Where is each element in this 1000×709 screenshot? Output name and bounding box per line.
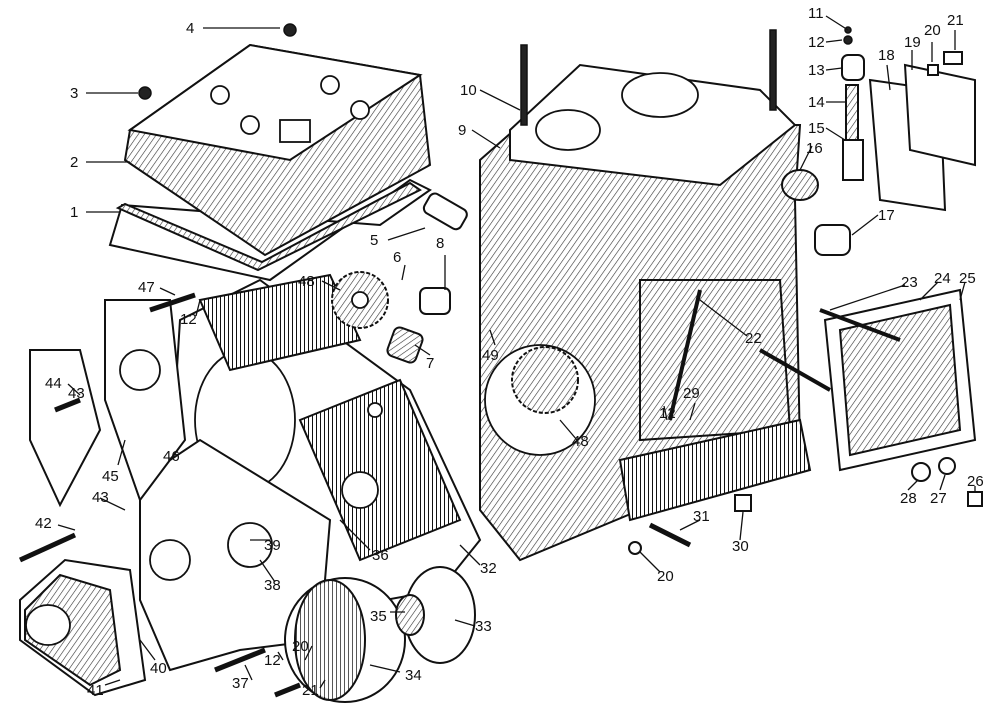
callout-48b: 48 [572, 433, 589, 450]
callout-12: 12 [180, 311, 197, 328]
side-cover [759, 288, 977, 472]
callout-29: 29 [683, 385, 700, 402]
callout-5: 5 [370, 232, 378, 249]
gears [331, 192, 579, 414]
callout-12b: 12 [264, 652, 281, 669]
water-pump [19, 558, 147, 697]
callout-20: 20 [292, 638, 309, 655]
callout-15: 15 [808, 120, 825, 137]
gaskets-left [29, 299, 187, 508]
callout-20b: 20 [924, 22, 941, 39]
callout-19: 19 [904, 34, 921, 51]
callout-35: 35 [370, 608, 387, 625]
callout-33: 33 [475, 618, 492, 635]
callout-1: 1 [70, 204, 78, 221]
callout-40: 40 [150, 660, 167, 677]
callout-24: 24 [934, 270, 951, 287]
callout-4: 4 [186, 20, 194, 37]
callout-48: 48 [298, 273, 315, 290]
callout-26: 26 [967, 473, 984, 490]
cylinder-head [123, 23, 432, 257]
callout-42: 42 [35, 515, 52, 532]
callout-27: 27 [930, 490, 947, 507]
callout-18: 18 [878, 47, 895, 64]
callout-37: 37 [232, 675, 249, 692]
callout-30: 30 [732, 538, 749, 555]
callout-47: 47 [138, 279, 155, 296]
engine-block [479, 29, 812, 562]
callout-21b: 21 [947, 12, 964, 29]
callout-10: 10 [460, 82, 477, 99]
callout-labels: 4 3 2 1 5 6 8 48 47 12 7 44 43 45 46 43 … [35, 5, 984, 699]
callout-7: 7 [426, 355, 434, 372]
callout-34: 34 [405, 667, 422, 684]
callout-31: 31 [693, 508, 710, 525]
front-plate [139, 438, 332, 672]
callout-2: 2 [70, 154, 78, 171]
callout-46: 46 [163, 448, 180, 465]
callout-44: 44 [45, 375, 62, 392]
callout-6: 6 [393, 249, 401, 266]
leader-lines [57, 15, 976, 689]
callout-16: 16 [806, 140, 823, 157]
pulley [284, 566, 476, 703]
callout-49: 49 [482, 347, 499, 364]
callout-21: 21 [302, 682, 319, 699]
callout-39: 39 [264, 537, 281, 554]
callout-45: 45 [102, 468, 119, 485]
callout-32: 32 [480, 560, 497, 577]
callout-38: 38 [264, 577, 281, 594]
callout-23: 23 [901, 274, 918, 291]
callout-17: 17 [878, 207, 895, 224]
callout-20c: 20 [657, 568, 674, 585]
callout-8: 8 [436, 235, 444, 252]
callout-25: 25 [959, 270, 976, 287]
callout-12c: 12 [808, 34, 825, 51]
fuel-pump-parts [781, 26, 976, 256]
callout-22: 22 [745, 330, 762, 347]
callout-12d: 12 [659, 405, 676, 422]
callout-13: 13 [808, 62, 825, 79]
callout-43: 43 [68, 385, 85, 402]
bolts [18, 292, 983, 698]
callout-43b: 43 [92, 489, 109, 506]
callout-9: 9 [458, 122, 466, 139]
callout-11: 11 [808, 5, 824, 22]
callout-3: 3 [70, 85, 78, 102]
callout-14: 14 [808, 94, 825, 111]
callout-41: 41 [87, 682, 104, 699]
callout-28: 28 [900, 490, 917, 507]
callout-36: 36 [372, 547, 389, 564]
